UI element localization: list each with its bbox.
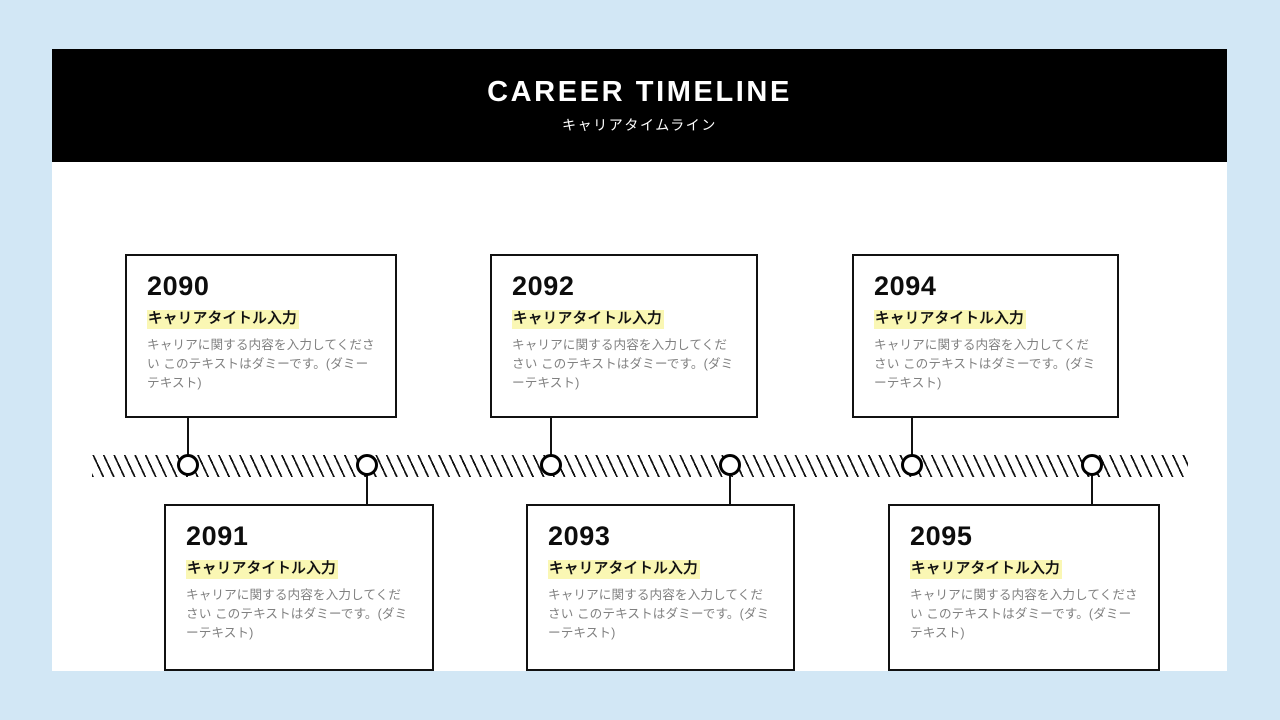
timeline-card-2094[interactable]: 2094 キャリアタイトル入力 キャリアに関する内容を入力してください このテキ… (852, 254, 1119, 418)
card-year: 2093 (548, 521, 611, 551)
card-body: キャリアに関する内容を入力してください このテキストはダミーです。(ダミーテキス… (874, 338, 1096, 390)
connector-stem-2092 (550, 417, 552, 460)
card-title: キャリアタイトル入力 (147, 310, 299, 330)
timeline-node-2091[interactable] (356, 454, 378, 476)
page-subtitle: キャリアタイムライン (561, 117, 718, 134)
card-body: キャリアに関する内容を入力してください このテキストはダミーです。(ダミーテキス… (147, 338, 375, 390)
card-title: キャリアタイトル入力 (548, 560, 700, 580)
card-title-row: キャリアタイトル入力 (874, 310, 1097, 330)
card-title-row: キャリアタイトル入力 (186, 560, 412, 580)
timeline-node-2093[interactable] (719, 454, 741, 476)
timeline-card-2090[interactable]: 2090 キャリアタイトル入力 キャリアに関する内容を入力してください このテキ… (125, 254, 397, 418)
connector-stem-2093 (729, 471, 731, 505)
timeline-card-2092[interactable]: 2092 キャリアタイトル入力 キャリアに関する内容を入力してください このテキ… (490, 254, 758, 418)
card-title: キャリアタイトル入力 (512, 310, 664, 330)
page-title: CAREER TIMELINE (487, 76, 792, 109)
timeline-node-2092[interactable] (540, 454, 562, 476)
card-title-row: キャリアタイトル入力 (512, 310, 736, 330)
timeline-card-2091[interactable]: 2091 キャリアタイトル入力 キャリアに関する内容を入力してください このテキ… (164, 504, 434, 671)
card-title: キャリアタイトル入力 (874, 310, 1026, 330)
timeline-node-2090[interactable] (177, 454, 199, 476)
timeline-node-2094[interactable] (901, 454, 923, 476)
connector-stem-2095 (1091, 471, 1093, 505)
card-year: 2091 (186, 521, 249, 551)
card-body: キャリアに関する内容を入力してください このテキストはダミーです。(ダミーテキス… (910, 588, 1138, 640)
card-title-row: キャリアタイトル入力 (147, 310, 375, 330)
timeline-board: 2090 キャリアタイトル入力 キャリアに関する内容を入力してください このテキ… (52, 162, 1227, 671)
card-year: 2090 (147, 271, 210, 301)
slide-canvas: CAREER TIMELINE キャリアタイムライン 2090 キャリアタイトル… (52, 49, 1227, 671)
timeline-card-2093[interactable]: 2093 キャリアタイトル入力 キャリアに関する内容を入力してください このテキ… (526, 504, 795, 671)
timeline-card-2095[interactable]: 2095 キャリアタイトル入力 キャリアに関する内容を入力してください このテキ… (888, 504, 1160, 671)
card-body: キャリアに関する内容を入力してください このテキストはダミーです。(ダミーテキス… (548, 588, 770, 640)
slide-header: CAREER TIMELINE キャリアタイムライン (52, 49, 1227, 162)
timeline-axis (92, 455, 1188, 477)
card-year: 2094 (874, 271, 937, 301)
connector-stem-2090 (187, 417, 189, 460)
connector-stem-2091 (366, 471, 368, 505)
connector-stem-2094 (911, 417, 913, 460)
card-body: キャリアに関する内容を入力してください このテキストはダミーです。(ダミーテキス… (512, 338, 734, 390)
timeline-node-2095[interactable] (1081, 454, 1103, 476)
card-title-row: キャリアタイトル入力 (548, 560, 773, 580)
card-body: キャリアに関する内容を入力してください このテキストはダミーです。(ダミーテキス… (186, 588, 408, 640)
card-year: 2092 (512, 271, 575, 301)
card-title-row: キャリアタイトル入力 (910, 560, 1138, 580)
card-title: キャリアタイトル入力 (910, 560, 1062, 580)
card-year: 2095 (910, 521, 973, 551)
card-title: キャリアタイトル入力 (186, 560, 338, 580)
